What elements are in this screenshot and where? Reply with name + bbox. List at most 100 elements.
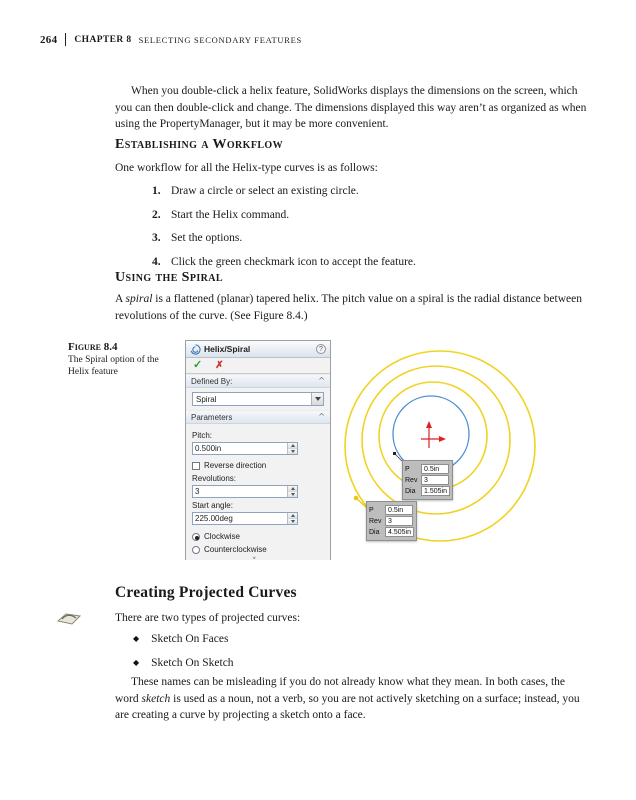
workflow-step: 1. Draw a circle or select an existing ci… <box>152 183 416 200</box>
closing-text: is used as a noun, not a verb, so you ar… <box>115 692 580 722</box>
callout-value[interactable]: 3 <box>385 516 413 526</box>
callout-label: P <box>369 506 374 514</box>
revolutions-value: 3 <box>195 487 200 496</box>
running-header: 264 CHAPTER 8 SELECTING SECONDARY FEATUR… <box>40 33 302 46</box>
spiral-italic: spiral <box>125 293 153 305</box>
leader-handle <box>393 452 396 455</box>
spiral-curve-middle <box>361 365 511 515</box>
defined-by-select[interactable]: Spiral <box>192 392 324 406</box>
callout-value[interactable]: 4.505in <box>385 527 414 537</box>
spinner-down-icon[interactable] <box>288 492 297 497</box>
selected-option: Spiral <box>196 394 217 404</box>
spiral-curve-outer <box>344 350 536 542</box>
callout-label: Rev <box>369 517 382 525</box>
figure-label: Figure 8.4 <box>68 341 118 353</box>
revolutions-input[interactable]: 3 <box>192 485 298 498</box>
spinner-down-icon[interactable] <box>288 449 297 454</box>
spiral-paragraph: A spiral is a flattened (planar) tapered… <box>115 291 587 324</box>
defined-by-body: Spiral <box>186 388 330 410</box>
panel-collapse-icon[interactable]: ˅ <box>252 557 257 567</box>
parameters-group-header[interactable]: Parameters ^ <box>186 410 330 424</box>
spiral-text: is a flattened (planar) tapered helix. T… <box>115 293 582 322</box>
start-angle-value: 225.00deg <box>195 514 233 523</box>
accept-icon[interactable]: ✓ <box>193 359 203 371</box>
step-text: Start the Helix command. <box>171 208 290 221</box>
start-angle-handle-line <box>355 497 368 509</box>
defined-by-label: Defined By: <box>191 376 233 386</box>
panel-confirm-row: ✓ ✗ <box>186 358 330 374</box>
workflow-steps: 1. Draw a circle or select an existing ci… <box>152 183 416 277</box>
callout-value[interactable]: 0.5in <box>385 505 413 515</box>
revolutions-label: Revolutions: <box>192 474 237 483</box>
pitch-value: 0.500in <box>195 444 222 453</box>
header-divider <box>65 33 67 46</box>
chapter-title: SELECTING SECONDARY FEATURES <box>138 34 302 45</box>
origin-arrow-right <box>439 436 446 442</box>
counterclockwise-radio[interactable] <box>192 545 200 554</box>
collapse-icon: ^ <box>318 376 325 385</box>
revolutions-spinner[interactable] <box>287 486 297 497</box>
reverse-direction-checkbox[interactable] <box>192 461 200 470</box>
callout-label: Dia <box>369 528 380 536</box>
intro-paragraph: When you double-click a helix feature, S… <box>115 85 587 130</box>
collapse-icon: ^ <box>318 412 325 421</box>
callout-row: P 0.5in <box>405 464 450 474</box>
projected-bullets: ◆ Sketch On Faces ◆ Sketch On Sketch <box>133 631 234 678</box>
origin-arrow-up <box>426 421 432 428</box>
dimension-callout: P 0.5in Rev 3 Dia 1.505in <box>402 460 453 500</box>
callout-row: Rev 3 <box>405 475 450 485</box>
spiral-text: A <box>115 293 126 305</box>
panel-title: Helix/Spiral <box>204 344 251 354</box>
callout-value[interactable]: 0.5in <box>421 464 449 474</box>
projected-curves-heading: Creating Projected Curves <box>115 584 297 601</box>
diamond-bullet-icon: ◆ <box>133 634 140 643</box>
start-angle-handle-dot <box>353 495 359 501</box>
clockwise-row[interactable]: Clockwise <box>192 532 324 541</box>
help-icon[interactable]: ? <box>316 344 326 354</box>
bullet-item: ◆ Sketch On Faces <box>133 631 234 648</box>
workflow-step: 4.Click the green checkmark icon to acce… <box>152 254 416 271</box>
callout-row: Rev 3 <box>369 516 414 526</box>
step-text: Draw a circle or select an existing circ… <box>171 185 359 197</box>
clockwise-label: Clockwise <box>204 532 241 541</box>
spinner-down-icon[interactable] <box>288 519 297 524</box>
spiral-heading: Using the Spiral <box>115 270 223 285</box>
helix-spiral-panel: Helix/Spiral ? ✓ ✗ Defined By: ^ Spiral … <box>185 340 331 560</box>
callout-row: P 0.5in <box>369 505 414 515</box>
diamond-bullet-icon: ◆ <box>133 657 140 667</box>
panel-titlebar[interactable]: Helix/Spiral ? <box>186 341 330 358</box>
closing-paragraph: These names can be misleading if you do … <box>115 674 587 724</box>
counterclockwise-row[interactable]: Counterclockwise <box>192 545 324 554</box>
projected-lead: There are two types of projected curves: <box>115 612 301 624</box>
pitch-label: Pitch: <box>192 431 213 440</box>
callout-label: Dia <box>405 487 416 495</box>
reverse-direction-row[interactable]: Reverse direction <box>192 461 324 470</box>
callout-label: P <box>405 465 410 473</box>
dimension-callout: P 0.5in Rev 3 Dia 4.505in <box>366 501 417 541</box>
step-number: 2. <box>152 208 161 221</box>
pitch-input[interactable]: 0.500in <box>192 442 298 455</box>
step-text: Click the green checkmark icon to accept… <box>171 255 416 268</box>
sketch-on-face-icon <box>56 613 82 625</box>
closing-text: These names can be misleading if you do … <box>115 676 565 705</box>
spiral-preview <box>344 350 536 542</box>
pitch-spinner[interactable] <box>287 443 297 454</box>
callout-row: Dia 4.505in <box>369 527 414 537</box>
cancel-icon[interactable]: ✗ <box>215 359 224 371</box>
closing-italic: sketch <box>141 692 171 705</box>
workflow-step: 3.Set the options. <box>152 230 416 247</box>
helix-icon <box>190 343 201 355</box>
dropdown-arrow-icon[interactable] <box>311 393 323 405</box>
callout-label: Rev <box>405 476 418 484</box>
clockwise-radio[interactable] <box>192 532 200 541</box>
reverse-direction-label: Reverse direction <box>204 461 267 470</box>
callout-value[interactable]: 1.505in <box>421 486 450 496</box>
counterclockwise-label: Counterclockwise <box>204 545 267 554</box>
step-number: 1. <box>152 185 161 197</box>
callout-value[interactable]: 3 <box>421 475 449 485</box>
defined-by-group-header[interactable]: Defined By: ^ <box>186 374 330 388</box>
parameters-label: Parameters <box>191 412 233 422</box>
start-angle-input[interactable]: 225.00deg <box>192 512 298 525</box>
start-angle-spinner[interactable] <box>287 513 297 524</box>
